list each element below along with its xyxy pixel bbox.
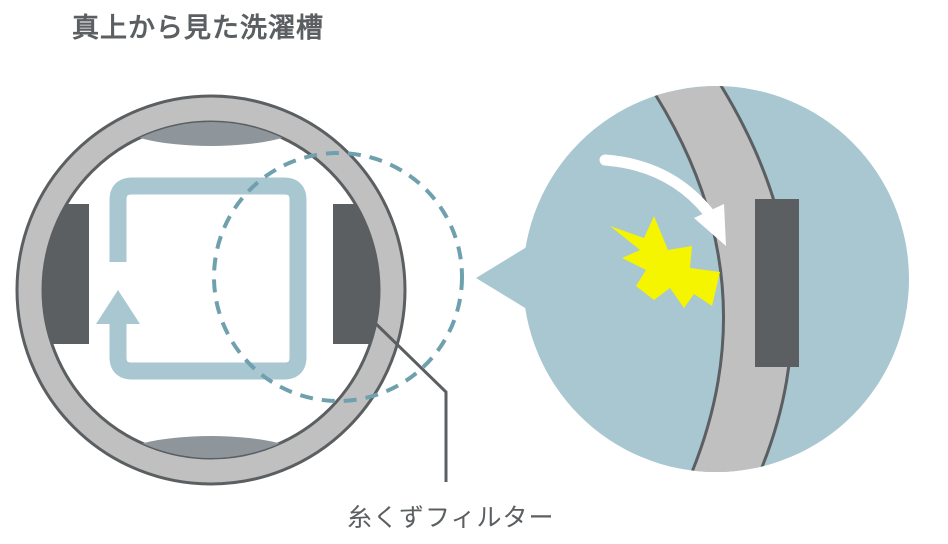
focus-circle <box>212 151 464 403</box>
diagram-title: 真上から見た洗濯槽 <box>72 13 324 44</box>
tub-inner <box>41 120 381 460</box>
circulation-arrow-icon <box>96 177 307 380</box>
water-current-arrow-icon <box>599 154 726 246</box>
washer-tub <box>15 94 407 486</box>
agitator-top <box>116 122 306 146</box>
zoom-view <box>476 86 909 472</box>
zoom-lint-filter <box>755 199 799 367</box>
zoom-tub-rim <box>655 86 792 472</box>
agitator-bottom <box>116 436 306 458</box>
lint-filter-label: 糸くずフィルター <box>347 503 555 532</box>
leader-line <box>370 318 448 482</box>
impact-burst-icon <box>610 216 720 308</box>
